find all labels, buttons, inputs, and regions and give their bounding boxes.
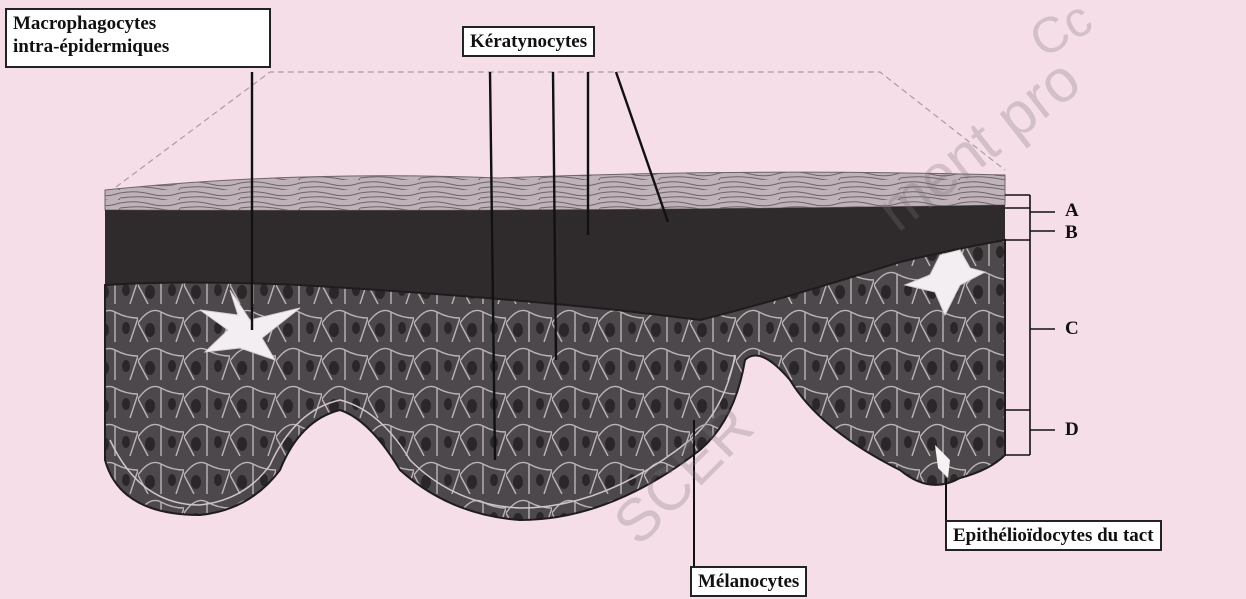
label-melanocytes: Mélanocytes (690, 566, 807, 597)
layer-letter-b: B (1065, 222, 1078, 244)
label-epithelioidocytes: Epithélioïdocytes du tact (945, 520, 1162, 551)
layer-letter-d: D (1065, 419, 1079, 441)
label-macrophagocytes: Macrophagocytes intra-épidermiques (5, 8, 271, 68)
layer-bracket (1005, 195, 1055, 455)
layer-letter-a: A (1065, 200, 1079, 222)
label-macrophagocytes-line2: intra-épidermiques (13, 35, 263, 58)
label-keratinocytes: Kératynocytes (462, 26, 595, 57)
label-macrophagocytes-line1: Macrophagocytes (13, 12, 263, 35)
layer-letter-c: C (1065, 318, 1079, 340)
